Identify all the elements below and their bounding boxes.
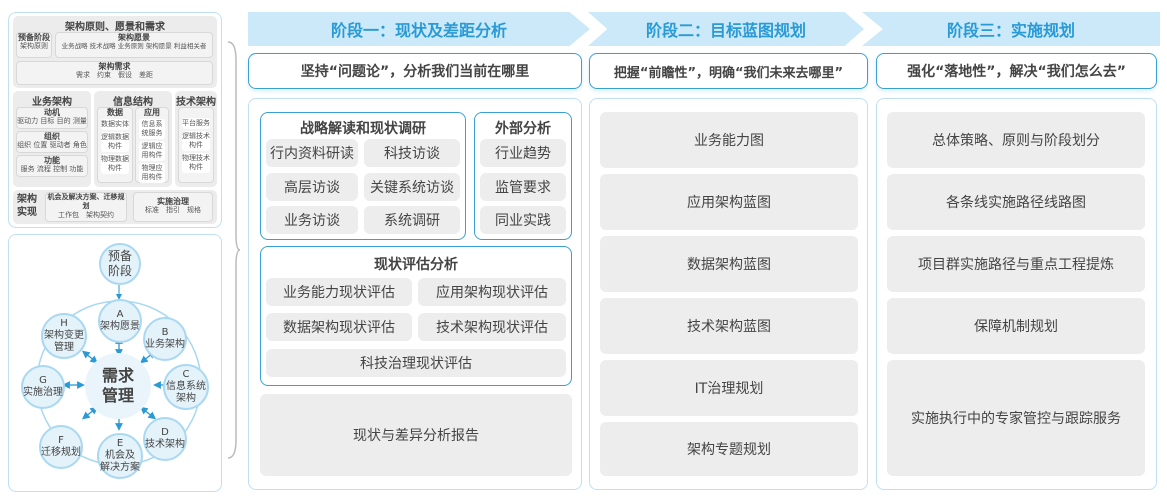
stage-title: 阶段三：实施规划 — [946, 21, 1075, 40]
vision-title: 架构愿景 — [118, 33, 150, 42]
blueprint-item: IT治理规划 — [600, 360, 858, 416]
governance-box: 实施治理标准 指引 规格 — [133, 192, 213, 222]
organization-box: 组织组织 位置 驱动者 角色 — [16, 131, 88, 153]
cycle-center: 需求 管理 — [85, 353, 151, 419]
group-items: 组织 位置 驱动者 角色 — [17, 141, 87, 149]
plan-item: 保障机制规划 — [887, 298, 1145, 354]
plan-item: 各条线实施路径线路图 — [887, 174, 1145, 230]
tech-item: 物理技术构件 — [182, 153, 210, 173]
function-box: 功能服务 流程 控制 功能 — [16, 155, 88, 177]
app-box: 应用 信息系统服务逻辑应用构件物理应用构件 — [135, 107, 169, 183]
strategy-item: 科技访谈 — [364, 139, 460, 167]
principles-title: 架构原则、愿景和需求 — [65, 22, 165, 33]
strategy-item: 系统调研 — [364, 206, 460, 234]
blueprint-item: 技术架构蓝图 — [600, 298, 858, 354]
strategy-item: 高层访谈 — [266, 173, 358, 201]
data-item: 物理数据构件 — [101, 154, 129, 174]
gov-items: 标准 指引 规格 — [145, 206, 201, 214]
group-title: 组织 — [44, 132, 60, 141]
opportunity-box: 机会及解决方案、迁移规划工作包 架构契约 — [45, 192, 127, 222]
impl-title: 架构实现 — [17, 194, 37, 218]
vision-items: 业务战略 技术战略 业务原则 架构愿景 利益相关者 — [61, 42, 207, 50]
stage-1-header: 阶段一：现状及差距分析 — [248, 12, 590, 46]
external-item: 监管要求 — [480, 173, 566, 201]
stage-2-header: 阶段二：目标蓝图规划 — [588, 12, 864, 46]
stage-3-slogan: 强化“落地性”，解决“我们怎么去” — [876, 53, 1157, 89]
group-title: 功能 — [44, 156, 60, 165]
external-item: 行业趋势 — [480, 139, 566, 167]
group-title: 动机 — [44, 108, 60, 117]
blueprint-item: 应用架构蓝图 — [600, 174, 858, 230]
stage-title: 阶段一：现状及差距分析 — [330, 21, 507, 40]
requirements-box: 架构需求需求 约束 假设 差距 — [16, 61, 213, 85]
cycle-node-h: H 架构变更 管理 — [41, 313, 87, 359]
cycle-prep: 预备 阶段 — [99, 243, 141, 285]
strategy-title: 战略解读和现状调研 — [300, 121, 426, 137]
stage-2-slogan: 把握“前瞻性”，明确“我们未来去哪里” — [589, 53, 868, 89]
tech-item: 逻辑技术构件 — [182, 131, 210, 151]
opp-title: 机会及解决方案、迁移规划 — [47, 193, 125, 210]
eval-item: 业务能力现状评估 — [266, 278, 412, 306]
app-item: 物理应用构件 — [139, 163, 165, 183]
cycle-node-c: C 信息系统 架构 — [163, 364, 209, 410]
stage-1-slogan: 坚持“问题论”，分析我们当前在哪里 — [248, 53, 582, 89]
plan-item: 项目群实施路径与重点工程提炼 — [887, 236, 1145, 292]
eval-item: 技术架构现状评估 — [418, 313, 566, 341]
eval-item: 应用架构现状评估 — [418, 278, 566, 306]
data-item: 逻辑数据构件 — [101, 132, 129, 152]
prep-items: 架构原则 — [20, 42, 48, 50]
strategy-item: 业务访谈 — [266, 206, 358, 234]
app-item: 逻辑应用构件 — [139, 141, 165, 161]
strategy-item: 关键系统访谈 — [364, 173, 460, 201]
cycle-node-d: D 技术架构 — [143, 417, 187, 461]
stage-title: 阶段二：目标蓝图规划 — [645, 21, 806, 40]
data-item: 数据实体 — [101, 119, 129, 130]
eval-title: 现状评估分析 — [374, 257, 458, 273]
tech-box: 平台服务逻辑技术构件物理技术构件 — [178, 107, 214, 183]
external-item: 同业实践 — [480, 206, 566, 234]
group-items: 驱动力 目标 目的 测量 — [17, 117, 87, 125]
vision-box: 架构愿景业务战略 技术战略 业务原则 架构愿景 利益相关者 — [55, 32, 213, 58]
gov-title: 实施治理 — [157, 197, 189, 206]
prep-box: 预备阶段架构原则 — [16, 32, 52, 58]
togaf-content-panel: 架构原则、愿景和需求 预备阶段架构原则 架构愿景业务战略 技术战略 业务原则 架… — [8, 12, 222, 228]
motivation-box: 动机驱动力 目标 目的 测量 — [16, 107, 88, 129]
opp-items: 工作包 架构契约 — [58, 211, 114, 219]
eval-item: 科技治理现状评估 — [266, 349, 566, 377]
adm-cycle-panel: 预备 阶段 需求 管理 A 架构愿景 B 业务架构 C 信息系统 架构 D 技术… — [8, 234, 222, 492]
tech-item: 平台服务 — [182, 118, 210, 129]
cycle-node-e: E 机会及 解决方案 — [97, 433, 143, 479]
plan-item: 总体策略、原则与阶段划分 — [887, 112, 1145, 168]
data-title: 数据 — [107, 108, 123, 117]
app-item: 信息系统服务 — [139, 119, 165, 139]
cycle-node-a: A 架构愿景 — [98, 299, 142, 343]
cycle-node-f: F 迁移规划 — [39, 425, 83, 469]
req-title: 架构需求 — [98, 62, 131, 71]
bracket — [227, 41, 241, 459]
plan-item: 实施执行中的专家管控与跟踪服务 — [887, 360, 1145, 476]
biz-arch-title: 业务架构 — [32, 97, 72, 108]
req-items: 需求 约束 假设 差距 — [76, 71, 153, 79]
eval-item: 数据架构现状评估 — [266, 313, 412, 341]
blueprint-item: 业务能力图 — [600, 112, 858, 168]
slogan-text: 强化“落地性”，解决“我们怎么去” — [907, 64, 1126, 80]
external-title: 外部分析 — [495, 121, 551, 137]
strategy-item: 行内资料研读 — [266, 139, 358, 167]
data-box: 数据 数据实体逻辑数据构件物理数据构件 — [97, 107, 133, 183]
blueprint-item: 架构专题规划 — [600, 422, 858, 476]
gap-analysis-report: 现状与差异分析报告 — [260, 394, 572, 476]
blueprint-item: 数据架构蓝图 — [600, 236, 858, 292]
info-arch-title: 信息结构 — [113, 97, 153, 108]
group-items: 服务 流程 控制 功能 — [20, 165, 84, 173]
app-title: 应用 — [144, 108, 160, 117]
stage-3-header: 阶段三：实施规划 — [862, 12, 1160, 46]
tech-arch-title: 技术架构 — [176, 97, 216, 108]
cycle-node-g: G 实施治理 — [21, 365, 65, 409]
slogan-text: 把握“前瞻性”，明确“我们未来去哪里” — [613, 65, 844, 81]
prep-title: 预备阶段 — [18, 33, 50, 42]
cycle-node-b: B 业务架构 — [143, 317, 187, 361]
slogan-text: 坚持“问题论”，分析我们当前在哪里 — [300, 64, 530, 80]
